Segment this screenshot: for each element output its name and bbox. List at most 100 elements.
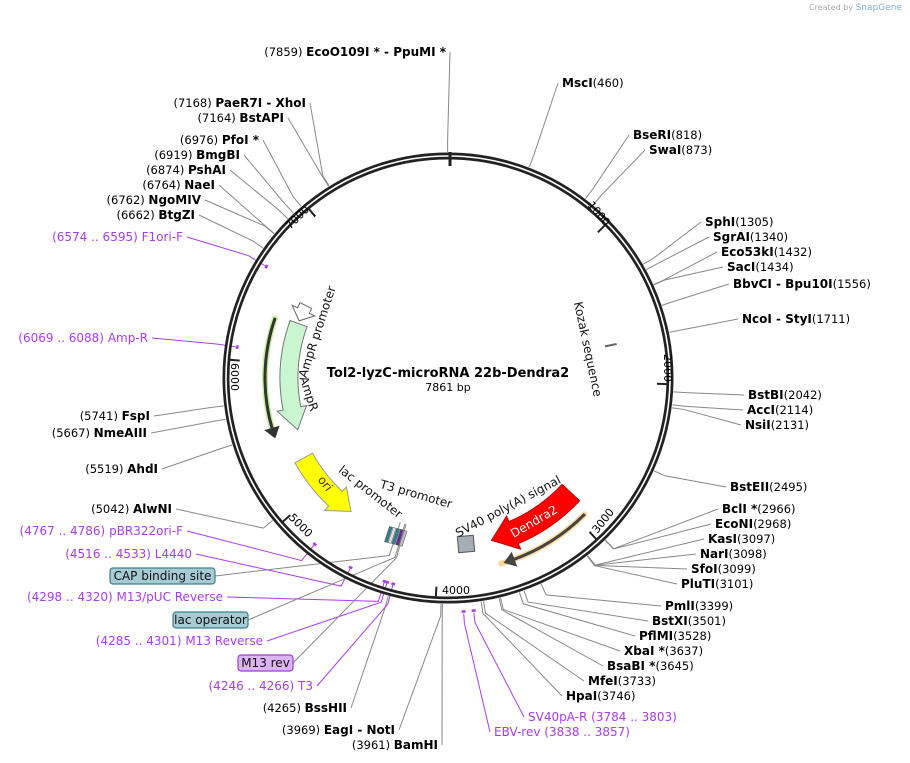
primer-mark <box>312 542 318 547</box>
restriction-site[interactable]: (7164) BstAPI <box>198 111 284 125</box>
site-name: EcoNI <box>715 517 753 531</box>
primer-range: (4246 .. 4266) <box>209 679 295 693</box>
site-line <box>161 444 233 470</box>
tick-mark <box>588 531 598 540</box>
restriction-site[interactable]: AccI(2114) <box>747 403 813 417</box>
site-position: (3528) <box>673 629 711 643</box>
site-position: (6919) <box>154 148 192 162</box>
site-position: (2114) <box>775 403 813 417</box>
site-line <box>480 601 563 697</box>
restriction-site[interactable]: (6919) BmgBI <box>154 148 240 162</box>
site-line <box>672 404 744 411</box>
primer-label[interactable]: (6574 .. 6595) F1ori-F <box>52 230 183 244</box>
feature-dendra2[interactable] <box>490 483 581 551</box>
restriction-site[interactable]: BstEII(2495) <box>730 480 807 494</box>
site-name: SfoI <box>691 562 718 576</box>
restriction-site[interactable]: (6762) NgoMIV <box>107 193 202 207</box>
orf-arrow-dendra2[interactable] <box>503 513 586 567</box>
site-line <box>287 117 329 187</box>
restriction-site[interactable]: PluTI(3101) <box>681 577 753 591</box>
features <box>262 301 617 567</box>
primer-label[interactable]: EBV-rev (3838 .. 3857) <box>494 725 630 739</box>
restriction-site[interactable]: EcoNI(2968) <box>715 517 791 531</box>
restriction-site[interactable]: PflMI(3528) <box>639 629 711 643</box>
site-name: SphI <box>705 215 735 229</box>
restriction-site[interactable]: BstBI(2042) <box>748 388 822 402</box>
restriction-site[interactable]: BbvCI - Bpu10I(1556) <box>733 277 871 291</box>
restriction-site[interactable]: (3961) BamHI <box>352 738 438 752</box>
site-position: (6764) <box>142 178 180 192</box>
site-position: (3746) <box>597 689 635 703</box>
feature-box[interactable] <box>109 567 216 585</box>
site-line <box>653 266 724 286</box>
restriction-site[interactable]: (7859) EcoO109I * - PpuMI * <box>264 45 446 59</box>
site-line <box>643 221 702 265</box>
feature-ori[interactable] <box>294 452 352 513</box>
site-name: MscI <box>562 76 593 90</box>
restriction-site[interactable]: (5667) NmeAIII <box>52 426 147 440</box>
site-position: (1432) <box>774 245 812 259</box>
restriction-site[interactable]: MscI(460) <box>562 76 624 90</box>
tick-label: 4000 <box>442 584 470 597</box>
feature-small[interactable] <box>398 529 408 547</box>
restriction-site[interactable]: SfoI(3099) <box>691 562 756 576</box>
restriction-site[interactable]: NsiI(2131) <box>745 418 809 432</box>
primer-mark <box>382 579 387 584</box>
restriction-site[interactable]: SgrAI(1340) <box>713 230 788 244</box>
feature-small[interactable] <box>387 527 397 544</box>
restriction-site[interactable]: KasI(3097) <box>708 532 775 546</box>
orf-arrow-ampr[interactable] <box>263 317 280 439</box>
restriction-site[interactable]: (5519) AhdI <box>85 462 158 476</box>
restriction-site[interactable]: SwaI(873) <box>649 143 712 157</box>
restriction-site[interactable]: SphI(1305) <box>705 215 774 229</box>
feature-sv40-polya[interactable] <box>456 534 476 554</box>
restriction-site[interactable]: (4265) BssHII <box>263 701 347 715</box>
restriction-site[interactable]: BstXI(3501) <box>652 614 726 628</box>
site-position: (3961) <box>352 738 390 752</box>
restriction-site[interactable]: (6874) PshAI <box>146 163 226 177</box>
site-position: (2966) <box>757 502 795 516</box>
restriction-site[interactable]: NarI(3098) <box>700 547 767 561</box>
feature-box[interactable] <box>237 654 294 672</box>
site-position: (1434) <box>755 260 793 274</box>
restriction-site[interactable]: BclI *(2966) <box>722 502 796 516</box>
feature-ampr[interactable] <box>276 319 308 431</box>
primer-label[interactable]: (4767 .. 4786) pBR322ori-F <box>20 524 184 538</box>
restriction-site[interactable]: (7168) PaeR7I - XhoI <box>173 96 306 110</box>
restriction-site[interactable]: (5042) AlwNI <box>91 502 172 516</box>
restriction-site[interactable]: HpaI(3746) <box>566 689 635 703</box>
restriction-site[interactable]: Eco53kI(1432) <box>721 245 812 259</box>
restriction-site[interactable]: (3969) EagI - NotI <box>282 723 395 737</box>
primer-label[interactable]: (4246 .. 4266) T3 <box>209 679 314 693</box>
restriction-site[interactable]: BseRI(818) <box>633 128 702 142</box>
restriction-site[interactable]: NcoI - StyI(1711) <box>742 312 850 326</box>
primer-label[interactable]: SV40pA-R (3784 .. 3803) <box>528 710 677 724</box>
site-position: (3969) <box>282 723 320 737</box>
feature-small[interactable] <box>395 528 404 546</box>
restriction-site[interactable]: MfeI(3733) <box>588 674 656 688</box>
restriction-site[interactable]: (6764) NaeI <box>142 178 215 192</box>
site-name: BmgBI <box>196 148 240 162</box>
primer-mark <box>348 565 353 570</box>
site-name: BstXI <box>652 614 688 628</box>
restriction-site[interactable]: PmlI(3399) <box>665 599 733 613</box>
feature-box[interactable] <box>172 611 249 629</box>
restriction-site[interactable]: (6662) BtgZI <box>116 208 195 222</box>
primer-label[interactable]: (6069 .. 6088) Amp-R <box>18 331 148 345</box>
tick-mark <box>282 514 291 523</box>
site-position: (2042) <box>784 388 822 402</box>
feature-small[interactable] <box>391 527 401 545</box>
restriction-site[interactable]: (5741) FspI <box>80 409 150 423</box>
site-position: (1711) <box>812 312 850 326</box>
primer-label[interactable]: (4298 .. 4320) M13/pUC Reverse <box>27 590 223 604</box>
restriction-site[interactable]: (6976) PfoI * <box>180 133 260 147</box>
feature-ampr-promoter[interactable] <box>291 301 317 322</box>
restriction-site[interactable]: XbaI *(3637) <box>624 644 703 658</box>
feature-kozak[interactable] <box>604 343 617 348</box>
restriction-site[interactable]: SacI(1434) <box>727 260 794 274</box>
primer-label[interactable]: (4285 .. 4301) M13 Reverse <box>96 634 263 648</box>
primer-label[interactable]: (4516 .. 4533) L4440 <box>65 547 192 561</box>
feature-small[interactable] <box>384 526 393 543</box>
site-line <box>218 184 275 234</box>
restriction-site[interactable]: BsaBI *(3645) <box>607 659 694 673</box>
